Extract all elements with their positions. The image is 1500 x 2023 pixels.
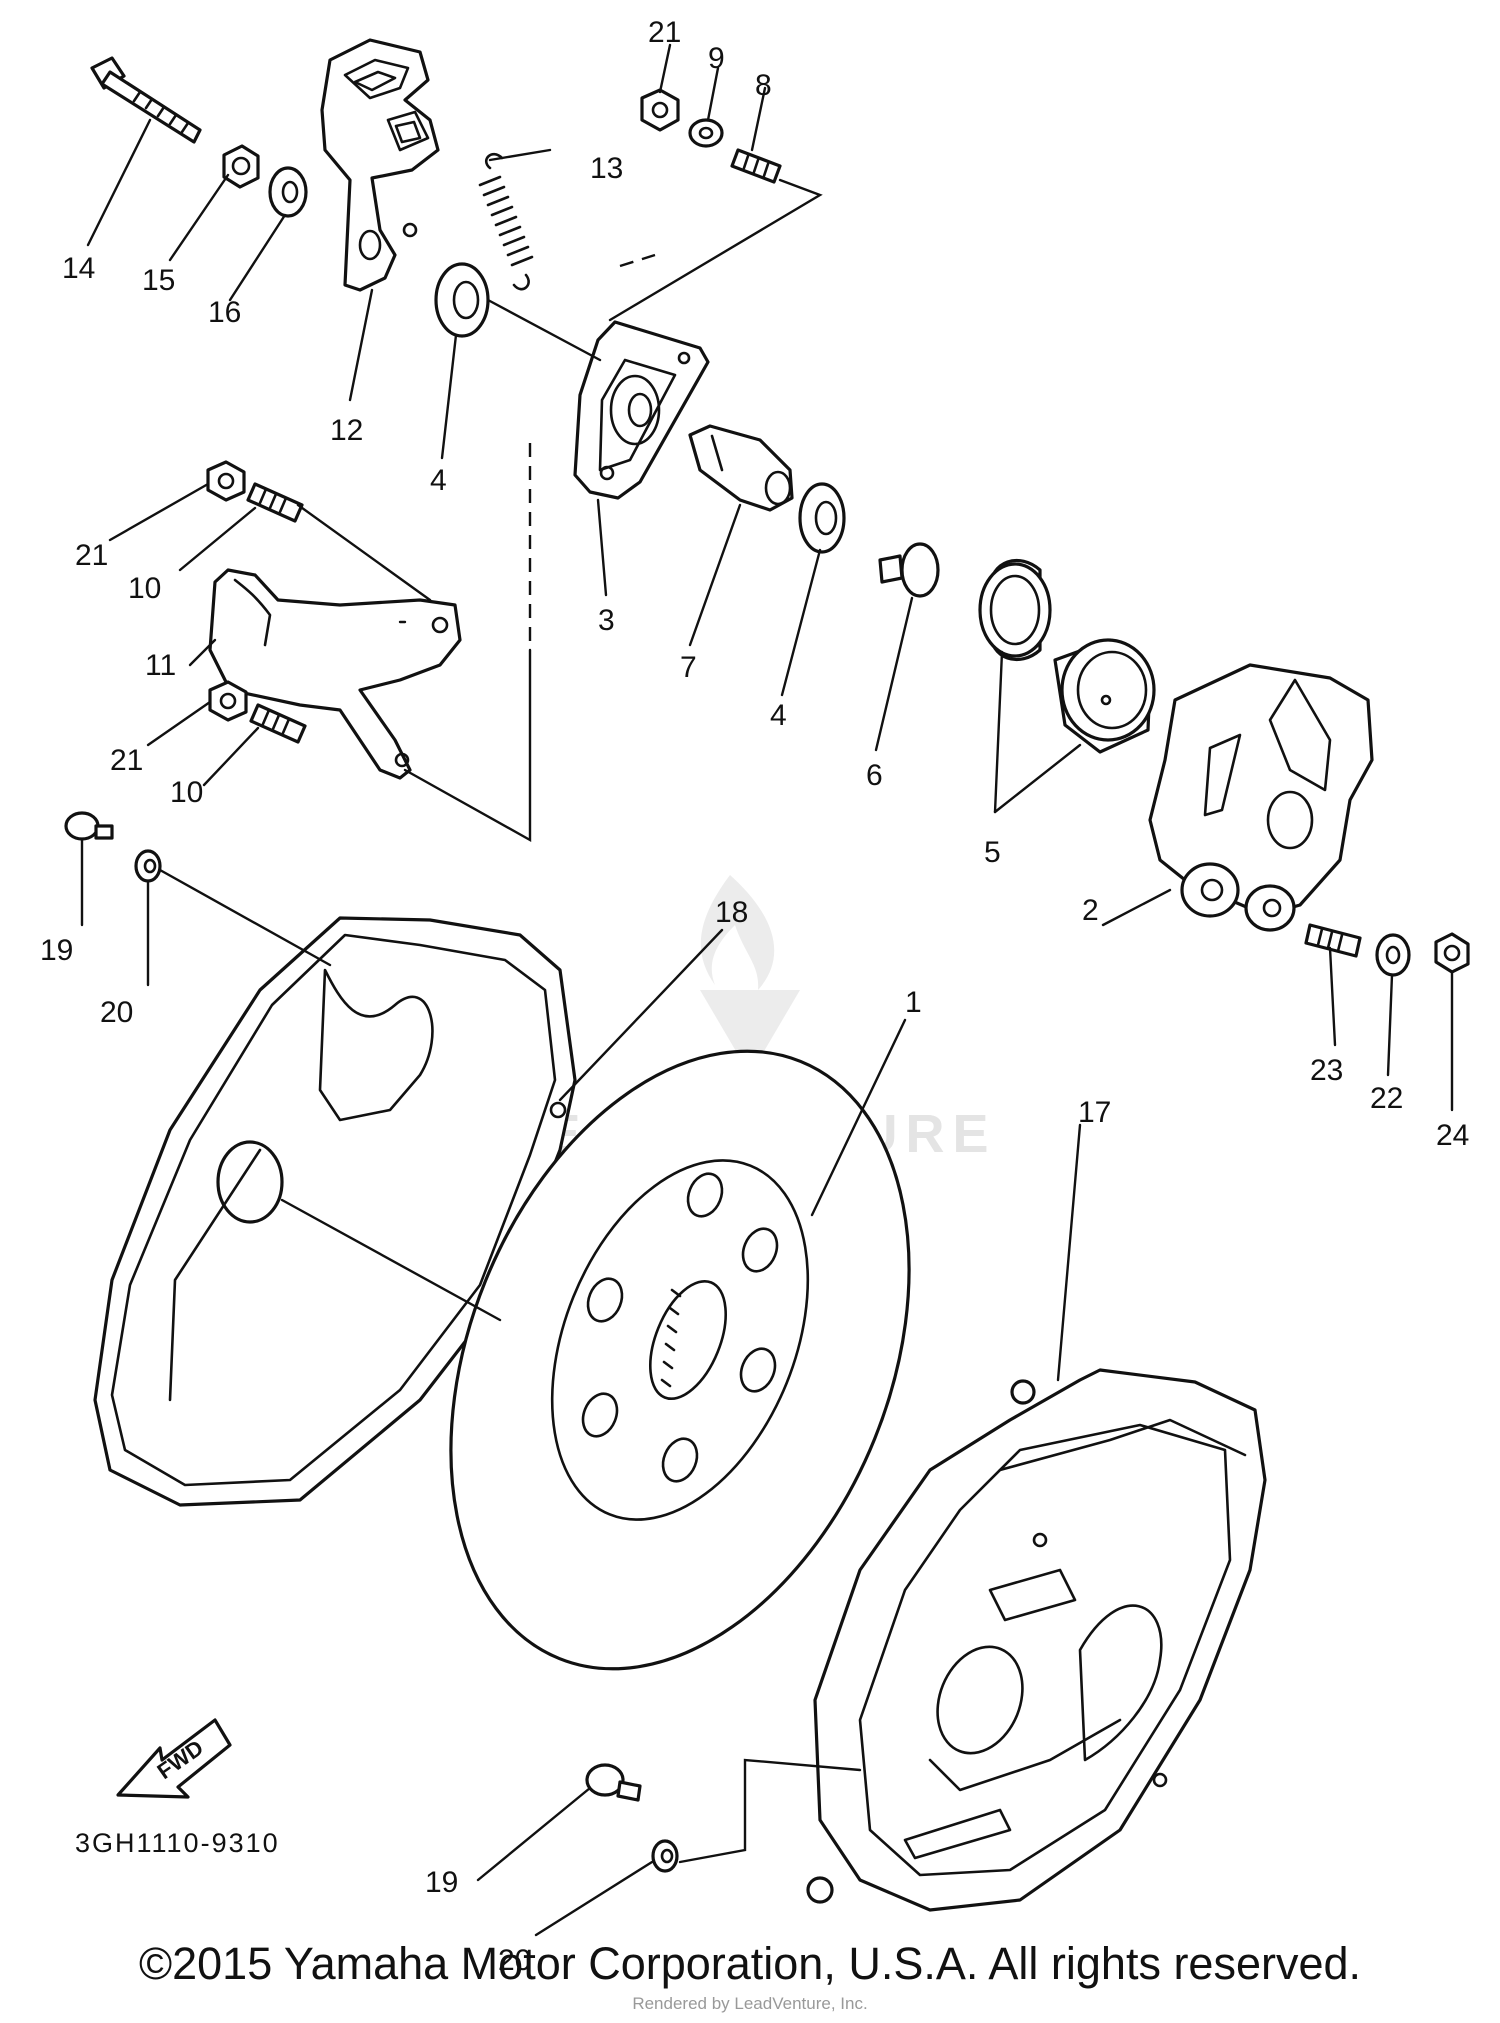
part-19-screw-lower xyxy=(585,1763,642,1802)
callout-9: 9 xyxy=(708,42,725,75)
watermark-flame-logo xyxy=(700,875,775,990)
callout-19-lower: 19 xyxy=(425,1866,458,1899)
callout-19-upper: 19 xyxy=(40,934,73,967)
part-20-washer-lower xyxy=(651,1839,679,1873)
part-1-brake-disc xyxy=(449,1049,911,1671)
part-4-oil-seal-upper xyxy=(434,262,490,338)
part-12-brake-arm xyxy=(320,38,440,292)
callout-12: 12 xyxy=(330,414,363,447)
part-13-spring xyxy=(478,152,534,291)
drawing-code: 3GH1110-9310 xyxy=(75,1828,280,1858)
part-5-piston-cup-b xyxy=(1053,638,1156,754)
callout-22: 22 xyxy=(1370,1082,1403,1115)
copyright-notice: ©2015 Yamaha Motor Corporation, U.S.A. A… xyxy=(138,1938,1362,1989)
callout-16: 16 xyxy=(208,296,241,329)
leader-lines xyxy=(80,43,1454,1937)
part-4-oil-seal-lower xyxy=(798,482,846,554)
callout-21-mid: 21 xyxy=(75,539,108,572)
part-18-dust-cover-inner xyxy=(93,916,577,1507)
part-15-nut xyxy=(222,144,260,189)
callout-17: 17 xyxy=(1078,1096,1111,1129)
callout-13: 13 xyxy=(590,152,623,185)
part-16-washer xyxy=(268,166,308,218)
callout-7: 7 xyxy=(680,651,697,684)
part-8-stud xyxy=(730,148,782,184)
callout-4-lower: 4 xyxy=(770,699,787,732)
rendered-by-credit: Rendered by LeadVenture, Inc. xyxy=(632,1994,868,2013)
part-9-washer xyxy=(688,118,724,148)
callout-24: 24 xyxy=(1436,1119,1469,1152)
part-7-cam-shaft xyxy=(688,424,794,512)
part-3-caliper-plate xyxy=(573,320,710,500)
alignment-lines xyxy=(528,253,656,648)
part-2-caliper-body xyxy=(1148,663,1374,932)
callout-5: 5 xyxy=(984,836,1001,869)
part-17-backing-plate xyxy=(806,1368,1267,1912)
callout-14: 14 xyxy=(62,252,95,285)
callout-10-upper: 10 xyxy=(128,572,161,605)
callout-23: 23 xyxy=(1310,1054,1343,1087)
callout-10-lower: 10 xyxy=(170,776,203,809)
callout-3: 3 xyxy=(598,604,615,637)
part-20-washer-upper xyxy=(134,849,162,883)
part-21-nut-lower xyxy=(208,680,248,722)
callout-18: 18 xyxy=(715,896,748,929)
callout-1: 1 xyxy=(905,986,922,1019)
callout-numbers: 1 2 3 4 4 5 6 7 8 9 10 10 11 12 13 14 15… xyxy=(40,16,1469,1977)
part-5-piston-cup-a xyxy=(978,559,1052,661)
part-21-nut-mid xyxy=(206,460,246,502)
callout-21-top: 21 xyxy=(648,16,681,49)
part-24-nut xyxy=(1434,932,1470,974)
fwd-arrow: FWD xyxy=(116,1718,232,1799)
part-14-bolt xyxy=(90,56,202,144)
part-22-washer xyxy=(1375,933,1411,977)
callout-11: 11 xyxy=(145,649,176,682)
alignment-line-8 xyxy=(619,253,656,268)
part-21-nut-top xyxy=(640,88,680,132)
callout-8: 8 xyxy=(755,69,772,102)
part-11-bracket xyxy=(208,568,462,780)
callout-2: 2 xyxy=(1082,894,1099,927)
callout-15: 15 xyxy=(142,264,175,297)
watermark-v-logo xyxy=(700,990,800,1075)
callout-4-upper: 4 xyxy=(430,464,447,497)
part-10-stud-upper xyxy=(246,482,304,523)
callout-20-lower: 20 xyxy=(498,1944,531,1977)
part-23-stud xyxy=(1304,923,1362,958)
callout-20-upper: 20 xyxy=(100,996,133,1029)
part-19-screw-upper xyxy=(64,811,114,841)
part-6-pin xyxy=(878,542,940,598)
callout-21-lower: 21 xyxy=(110,744,143,777)
part-10-stud-lower xyxy=(249,703,307,744)
callout-6: 6 xyxy=(866,759,883,792)
